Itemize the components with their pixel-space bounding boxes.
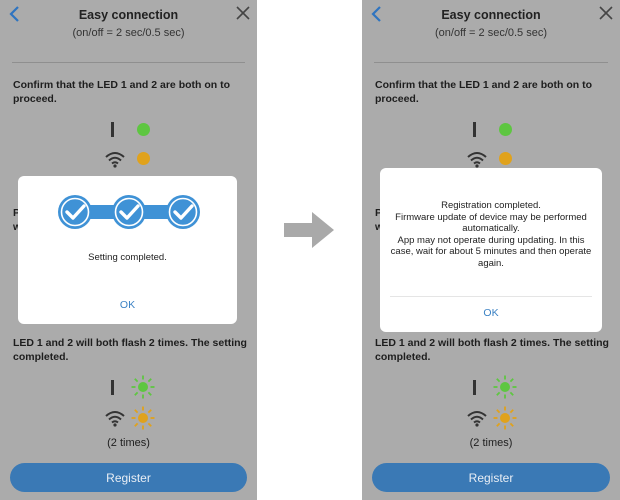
led-green-flash-icon <box>131 375 155 399</box>
wifi-icon <box>467 152 487 168</box>
ok-button[interactable]: OK <box>18 298 237 312</box>
dialog-message: Registration completed. Firmware update … <box>390 200 592 269</box>
progress-steps <box>58 195 200 229</box>
wifi-icon <box>467 411 487 427</box>
ok-button[interactable]: OK <box>380 306 602 320</box>
led1-indicator <box>473 122 476 137</box>
page-title: Easy connection <box>78 8 179 22</box>
close-icon[interactable] <box>235 5 251 21</box>
partial-text: P <box>13 207 21 219</box>
back-icon[interactable] <box>6 4 24 24</box>
page-title: Easy connection <box>441 8 541 22</box>
register-button[interactable]: Register <box>372 463 610 492</box>
flash-instruction: LED 1 and 2 will both flash 2 times. The… <box>375 337 609 363</box>
led-green-on <box>137 123 150 136</box>
dialog-message: Setting completed. <box>88 252 167 263</box>
led-amber-flash-icon <box>131 406 155 430</box>
back-icon[interactable] <box>368 4 386 24</box>
close-icon[interactable] <box>598 5 614 21</box>
check-icon <box>119 204 140 220</box>
screen-setting-completed: Easy connection (on/off = 2 sec/0.5 sec)… <box>0 0 257 500</box>
flash-instruction: LED 1 and 2 will both flash 2 times. The… <box>13 337 247 363</box>
partial-text: w <box>375 221 383 233</box>
header: Easy connection <box>0 0 257 30</box>
check-icon <box>65 204 86 220</box>
flash-count-label: (2 times) <box>107 437 150 449</box>
divider <box>12 62 245 63</box>
led-amber-on <box>137 152 150 165</box>
partial-text: w <box>13 221 21 233</box>
divider <box>374 62 608 63</box>
led-amber-on <box>499 152 512 165</box>
led1-indicator <box>111 380 114 395</box>
confirm-instruction: Confirm that the LED 1 and 2 are both on… <box>13 79 231 105</box>
led-green-flash-icon <box>493 375 517 399</box>
partial-text: P <box>375 207 383 219</box>
register-button[interactable]: Register <box>10 463 247 492</box>
blink-timing-text: (on/off = 2 sec/0.5 sec) <box>72 27 185 39</box>
confirm-instruction: Confirm that the LED 1 and 2 are both on… <box>375 79 593 105</box>
dialog-divider <box>390 296 592 297</box>
led1-indicator <box>473 380 476 395</box>
check-icon <box>173 204 194 220</box>
flash-count-label: (2 times) <box>469 437 513 449</box>
wifi-icon <box>105 411 125 427</box>
led1-indicator <box>111 122 114 137</box>
header: Easy connection <box>362 0 620 30</box>
led-amber-flash-icon <box>493 406 517 430</box>
led-green-on <box>499 123 512 136</box>
blink-timing-text: (on/off = 2 sec/0.5 sec) <box>435 27 547 39</box>
setting-completed-dialog: Setting completed. OK <box>18 176 237 324</box>
wifi-icon <box>105 152 125 168</box>
arrow-right-icon <box>284 212 334 248</box>
registration-completed-dialog: Registration completed. Firmware update … <box>380 168 602 332</box>
screen-registration-completed: Easy connection (on/off = 2 sec/0.5 sec)… <box>362 0 620 500</box>
